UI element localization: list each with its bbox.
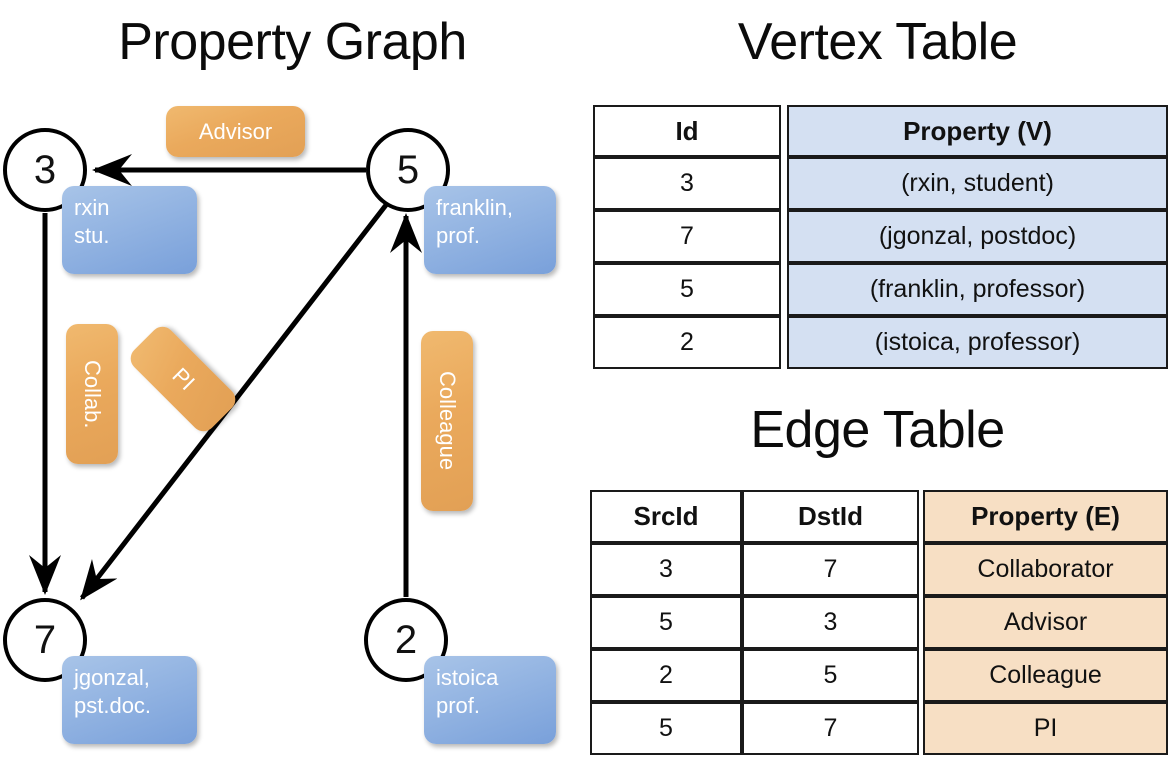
edge-table-cell-property: Collaborator (923, 543, 1168, 596)
edge-label-collab-text: Collab. (80, 359, 105, 429)
edge-table-cell-srcid: 3 (590, 543, 742, 596)
vertex-label-rxin-line2: stu. (74, 223, 110, 248)
vertex-table-cell-id: 5 (593, 263, 781, 316)
edge-label-pi-text: PI (167, 362, 200, 395)
page-title-vertex-table: Vertex Table (737, 13, 1018, 71)
vertex-table-cell-property: (franklin, professor) (787, 263, 1168, 316)
edge-table-header-srcid: SrcId (590, 490, 742, 543)
vertex-label-jgonzal-line1: jgonzal, (74, 665, 150, 690)
edge-table-cell-property: Colleague (923, 649, 1168, 702)
edge-table-cell-property: PI (923, 702, 1168, 755)
edge-table-cell-srcid: 5 (590, 596, 742, 649)
vertex-table-cell-property: (istoica, professor) (787, 316, 1168, 369)
edge-table-cell-srcid: 5 (590, 702, 742, 755)
vertex-table-header-id: Id (593, 105, 781, 157)
vertex-label-istoica-line1: istoica (436, 665, 499, 690)
vertex-table-cell-property: (rxin, student) (787, 157, 1168, 210)
vertex-label-franklin-line1: franklin, (436, 195, 514, 220)
edge-table-cell-dstid: 7 (742, 543, 919, 596)
edge-label-colleague: Colleague (421, 331, 473, 511)
vertex-table-header-property: Property (V) (787, 105, 1168, 157)
vertex-label-jgonzal: jgonzal, pst.doc. (62, 656, 197, 744)
vertex-label-franklin: franklin, prof. (424, 186, 556, 274)
vertex-table-cell-id: 2 (593, 316, 781, 369)
edge-table-header-property: Property (E) (923, 490, 1168, 543)
edge-label-advisor: Advisor (166, 106, 305, 157)
vertex-table-cell-property: (jgonzal, postdoc) (787, 210, 1168, 263)
vertex-table-cell-id: 3 (593, 157, 781, 210)
edge-table-cell-dstid: 7 (742, 702, 919, 755)
edge-label-collab: Collab. (66, 324, 118, 464)
edge-label-colleague-text: Colleague (435, 371, 460, 471)
page-title-edge-table: Edge Table (750, 401, 1005, 459)
edge-table-header-dstid: DstId (742, 490, 919, 543)
property-graph-diagram: 3 5 7 2 rxin stu. franklin, prof. jgonza… (3, 106, 556, 744)
graph-node-2[interactable]: 2 (364, 598, 448, 682)
vertex-label-rxin-line1: rxin (74, 195, 110, 220)
vertex-label-rxin: rxin stu. (62, 186, 197, 274)
edge-label-advisor-text: Advisor (198, 118, 273, 144)
vertex-table-cell-id: 7 (593, 210, 781, 263)
vertex-label-istoica: istoica prof. (424, 656, 556, 744)
page-title-property-graph: Property Graph (118, 13, 467, 71)
vertex-label-istoica-line2: prof. (436, 693, 481, 718)
edge-table-cell-property: Advisor (923, 596, 1168, 649)
graph-node-3[interactable]: 3 (3, 128, 87, 212)
edge-table-cell-dstid: 3 (742, 596, 919, 649)
vertex-label-franklin-line2: prof. (436, 223, 481, 248)
edge-table-cell-dstid: 5 (742, 649, 919, 702)
graph-node-7[interactable]: 7 (3, 598, 87, 682)
edge-table-cell-srcid: 2 (590, 649, 742, 702)
vertex-label-jgonzal-line2: pst.doc. (74, 693, 152, 718)
